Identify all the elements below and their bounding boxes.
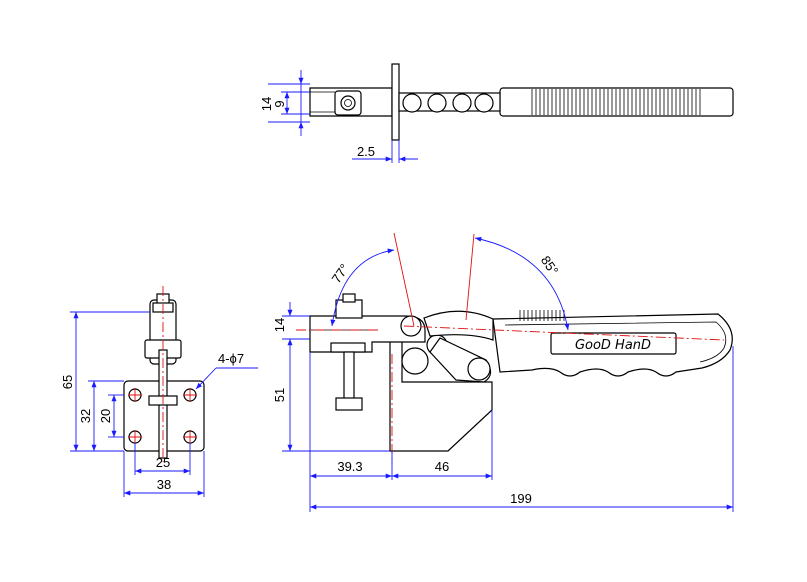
top-grip-ribs xyxy=(531,89,701,115)
angle-85-label: 85° xyxy=(538,253,562,278)
front-dim-51: 51 xyxy=(272,388,287,402)
side-view xyxy=(70,286,258,497)
side-dim-20: 20 xyxy=(98,409,113,423)
side-dim-38: 38 xyxy=(157,477,171,492)
top-dim-9: 9 xyxy=(272,100,287,107)
front-view xyxy=(282,232,734,512)
angle-77-label: 77° xyxy=(329,261,353,286)
front-dim-199: 199 xyxy=(510,491,532,506)
top-dim-14: 14 xyxy=(259,97,274,111)
top-view xyxy=(268,63,734,163)
front-dim-39-3: 39.3 xyxy=(337,459,362,474)
front-dim-14: 14 xyxy=(272,318,287,332)
hole-note: 4-ϕ7 xyxy=(218,351,244,366)
side-dim-65: 65 xyxy=(60,375,75,389)
side-dim-32: 32 xyxy=(78,409,93,423)
front-dim-46: 46 xyxy=(435,459,449,474)
top-dim-2-5: 2.5 xyxy=(357,144,375,159)
side-dim-25: 25 xyxy=(156,455,170,470)
brand-label: GooD HanD xyxy=(575,338,651,353)
